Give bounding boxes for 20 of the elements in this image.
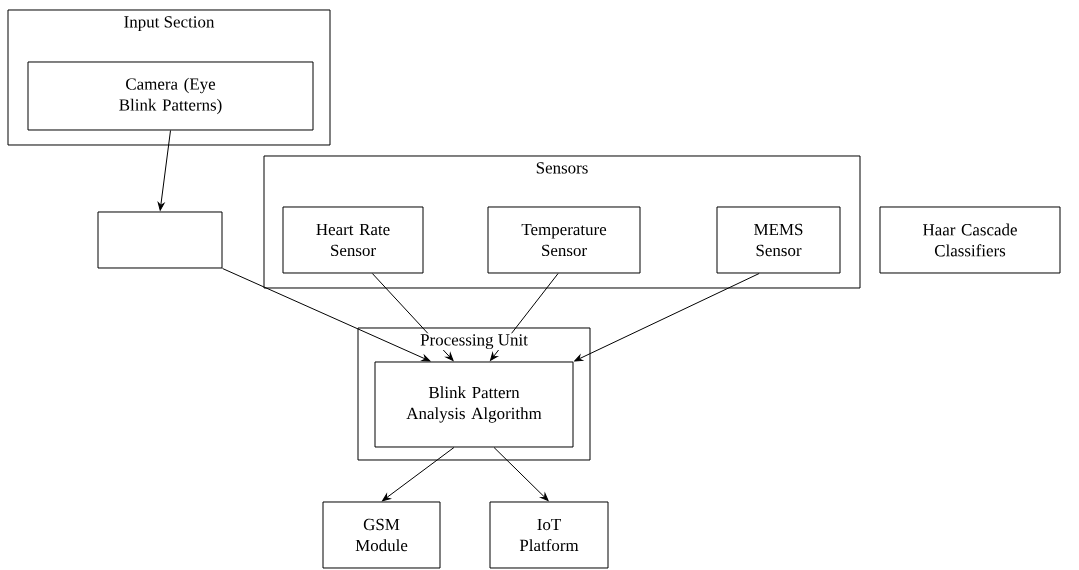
arrow (222, 268, 431, 362)
arrow (493, 447, 549, 502)
arrow (574, 273, 760, 362)
section-title: Sensors (534, 161, 590, 175)
section-title: Input Section (122, 15, 216, 32)
process-box: Blink Pattern Analysis Algorithm (374, 361, 574, 448)
process-box: Camera (Eye Blink Patterns) (27, 61, 314, 131)
process-box: Heart Rate Sensor (282, 206, 424, 274)
process-box: Haar Cascade Classifiers (879, 206, 1061, 274)
section-box (7, 9, 331, 146)
process-box: MEMS Sensor (716, 206, 841, 274)
arrow (157, 130, 171, 211)
section-title: Processing Unit (419, 333, 529, 351)
section-box (263, 155, 861, 289)
empty-box (97, 211, 223, 269)
process-box: Temperature Sensor (487, 206, 641, 274)
section-box (357, 327, 591, 461)
arrow (382, 447, 455, 502)
process-box: GSM Module (322, 501, 441, 569)
process-box: IoT Platform (489, 501, 609, 569)
